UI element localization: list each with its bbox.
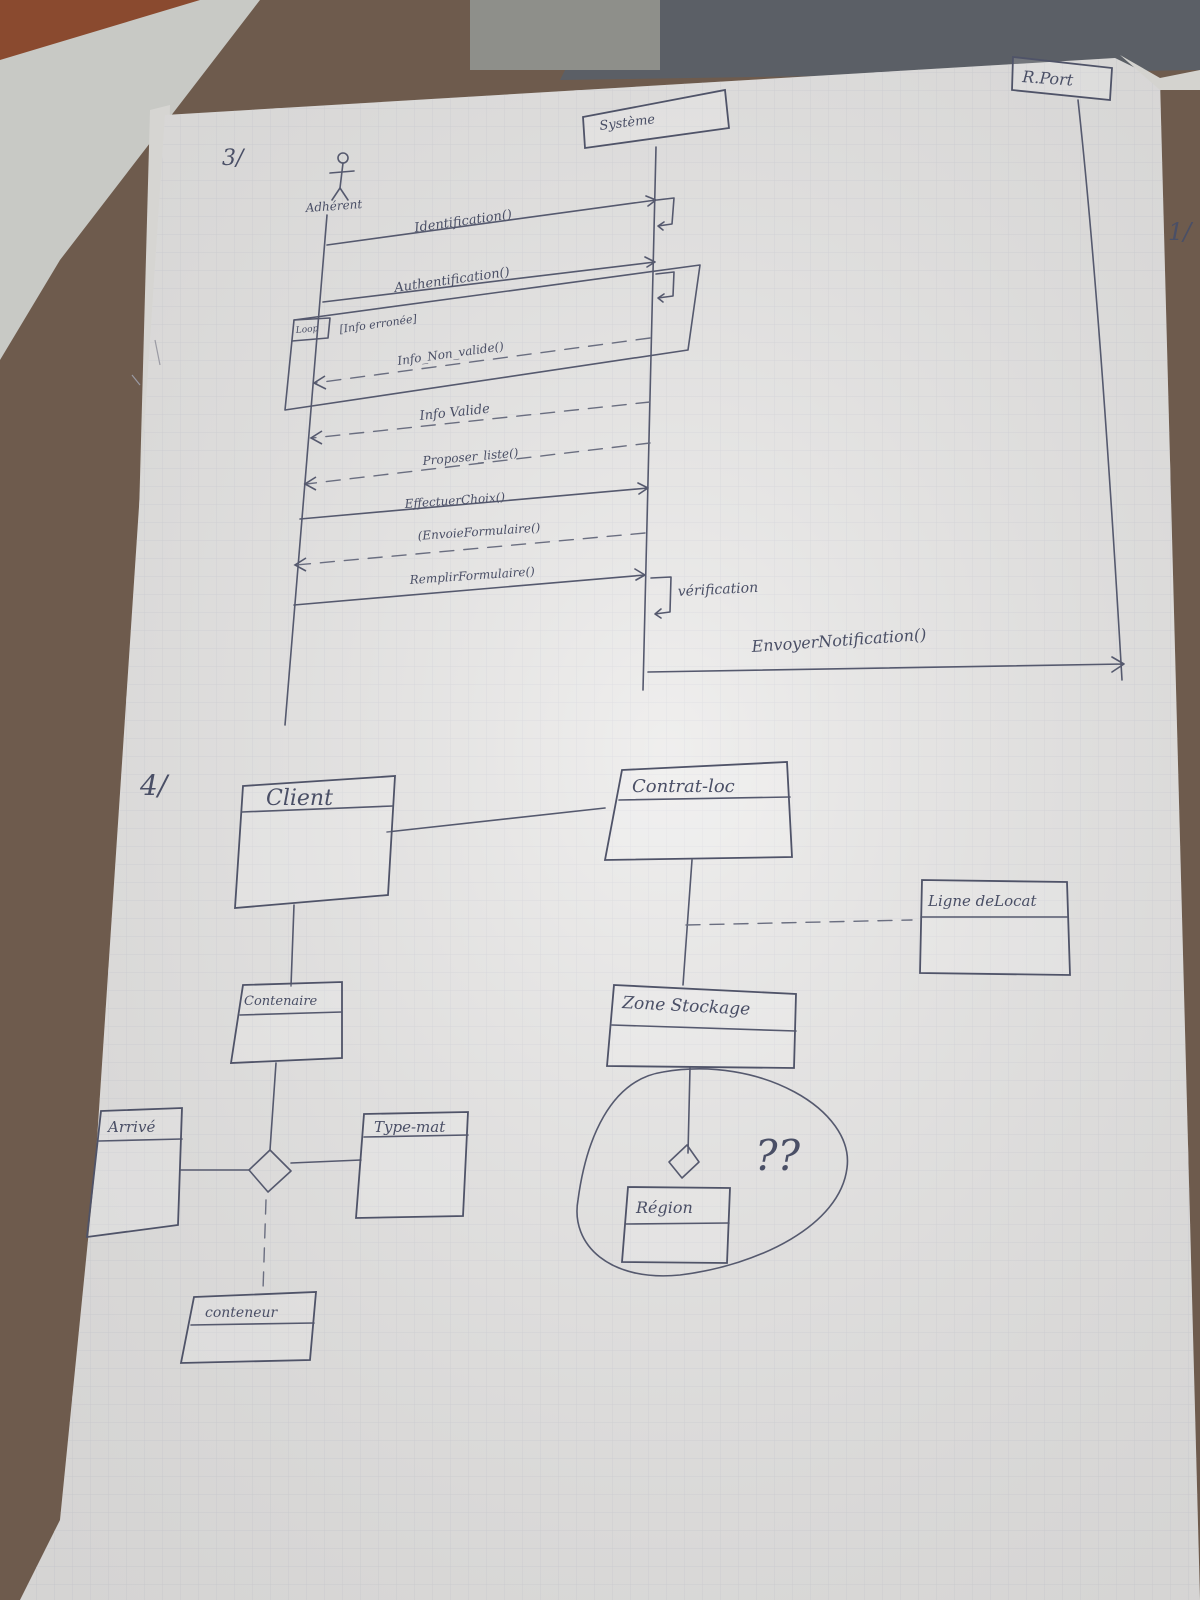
self-call: [656, 197, 675, 231]
arrow-head: [293, 557, 307, 572]
system-lifeline: [642, 146, 657, 691]
side-mark: 1/: [1168, 218, 1194, 246]
class-region: [621, 1186, 731, 1264]
class-name: Région: [635, 1198, 693, 1217]
class-name: Client: [266, 786, 333, 811]
message-return: [295, 532, 646, 566]
section-label-3: 3/: [222, 146, 246, 171]
stray-pencil-marks: [131, 339, 161, 386]
loop-operator: Loop: [294, 324, 319, 336]
external-lifeline-label: R.Port: [1021, 67, 1075, 90]
class-name: Arrivé: [106, 1118, 155, 1136]
loop-fragment: [284, 264, 701, 411]
notebook-page: [20, 55, 1200, 1600]
class-zone-stockage: [606, 984, 797, 1069]
message-label: Info Valide: [418, 402, 491, 424]
class-client: [234, 775, 396, 909]
message-arrow: [322, 256, 656, 303]
class-contrat-loc: [603, 761, 793, 861]
system-lifeline-box: [582, 88, 730, 150]
section-label-4: 4/: [139, 769, 170, 802]
composition-diamond: [668, 1144, 700, 1179]
system-lifeline-label: Système: [599, 112, 657, 134]
arrow-head: [303, 476, 317, 491]
association-line: [386, 807, 606, 833]
message-return: [305, 442, 651, 485]
external-lifeline-box: [1011, 55, 1113, 101]
external-lifeline: [1077, 99, 1123, 681]
dependency-line: [262, 1199, 267, 1291]
annotation-text: ??: [755, 1131, 801, 1180]
self-call: [655, 271, 675, 303]
class-ligne-delocat: [919, 879, 1071, 976]
actor-label: Adhérent: [304, 197, 363, 215]
class-name: Contrat-loc: [632, 776, 735, 797]
actor-icon: [329, 152, 355, 201]
association-line: [290, 904, 295, 987]
message-return: [314, 337, 651, 384]
association-class-link: [685, 919, 913, 926]
message-arrow: [647, 656, 1125, 673]
loop-operator-box: [291, 317, 331, 342]
class-name: Contenaire: [244, 994, 318, 1009]
message-label: vérification: [677, 580, 758, 600]
class-name: conteneur: [205, 1305, 279, 1321]
arrow-head: [309, 430, 323, 445]
class-contenaire: [229, 981, 343, 1064]
message-arrow: [326, 195, 657, 246]
class-name: Type-mat: [374, 1118, 446, 1136]
message-return: [311, 401, 651, 439]
actor-lifeline: [284, 214, 328, 726]
class-conteneur: [179, 1291, 317, 1364]
association-line: [682, 859, 693, 986]
ruler: [0, 0, 260, 360]
annotation-circle: [576, 1068, 849, 1277]
class-diagram: 4/ ?? Client Contrat-loc Ligne deLocat: [85, 761, 1071, 1364]
class-type-mat: [355, 1111, 469, 1219]
arrow-head: [312, 375, 327, 390]
composition-line: [687, 1067, 691, 1154]
n-ary-association-diamond: [248, 1149, 292, 1193]
association-line: [290, 1159, 362, 1164]
association-line: [269, 1062, 277, 1151]
self-call: [650, 576, 672, 619]
message-arrow: [293, 568, 646, 606]
class-name: Ligne deLocat: [927, 892, 1037, 910]
message-arrow: [299, 482, 649, 520]
